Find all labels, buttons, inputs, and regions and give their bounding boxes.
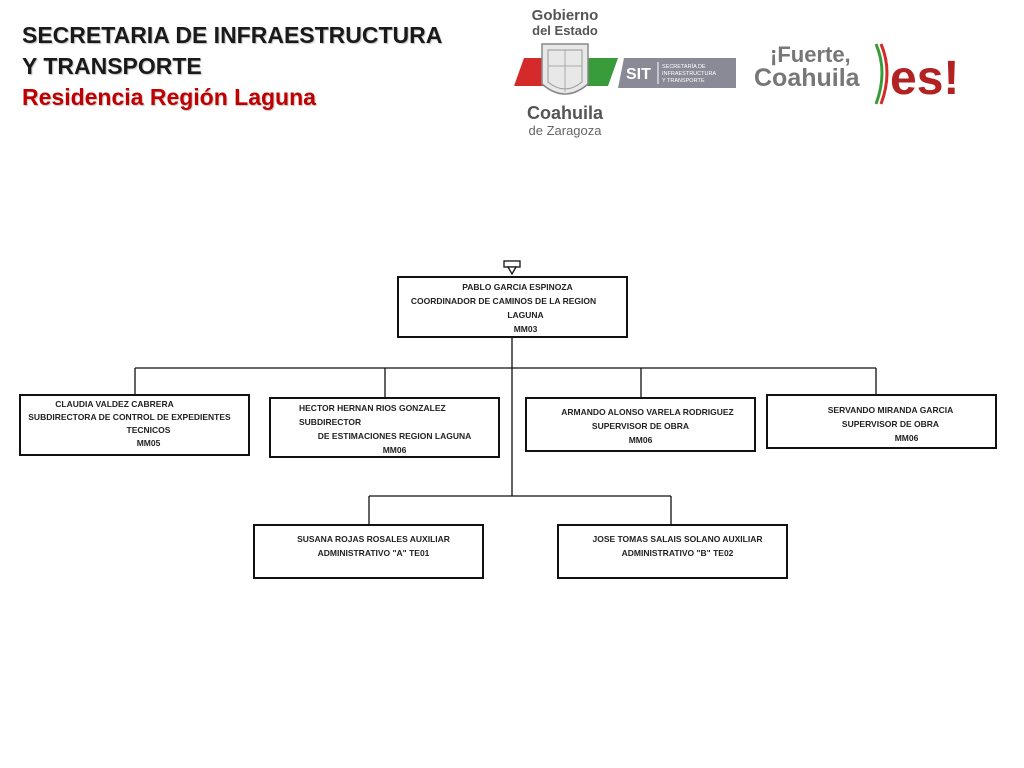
sit-acronym: SIT xyxy=(626,66,651,83)
sit-text-2: INFRAESTRUCTURA xyxy=(662,71,716,77)
sup1-role-1: SUPERVISOR DE OBRA xyxy=(591,421,690,431)
aux1-role-1: ADMINISTRATIVO "A" TE01 xyxy=(317,548,430,558)
del-estado-text: del Estado xyxy=(532,23,598,38)
coordinator-role-1: COORDINADOR DE CAMINOS DE LA REGION xyxy=(410,296,597,306)
aux1-name: SUSANA ROJAS ROSALES AUXILIAR xyxy=(297,534,450,544)
sup1-code: MM06 xyxy=(628,435,653,445)
sub1-role-2: TECNICOS xyxy=(126,425,171,435)
org-box-supervisor-miranda: SERVANDO MIRANDA GARCIA SUPERVISOR DE OB… xyxy=(766,394,997,449)
coordinator-role-2: LAGUNA xyxy=(507,310,544,320)
gobierno-text: Gobierno xyxy=(532,7,599,24)
sup2-code: MM06 xyxy=(894,433,919,443)
coordinator-name: PABLO GARCIA ESPINOZA xyxy=(462,282,573,292)
sup2-role-1: SUPERVISOR DE OBRA xyxy=(841,419,940,429)
sub2-code: MM06 xyxy=(382,445,407,455)
sub2-role-1: DE ESTIMACIONES REGION LAGUNA xyxy=(317,431,472,441)
gobierno-coahuila-logo: Gobierno del Estado Coahuila de Zaragoza xyxy=(514,7,618,138)
zaragoza-text: de Zaragoza xyxy=(529,123,603,138)
title-line-2: Y TRANSPORTE xyxy=(22,53,202,79)
fuerte-text: ¡Fuerte, xyxy=(770,42,851,67)
coordinator-code: MM03 xyxy=(513,324,538,334)
aux2-role-1: ADMINISTRATIVO "B" TE02 xyxy=(621,548,734,558)
fuerte-coahuila-text: Coahuila xyxy=(754,64,861,92)
sub1-role-1: SUBDIRECTORA DE CONTROL DE EXPEDIENTES xyxy=(28,412,231,422)
title-line-1: SECRETARIA DE INFRAESTRUCTURA xyxy=(22,22,443,48)
org-box-supervisor-varela: ARMANDO ALONSO VARELA RODRIGUEZ SUPERVIS… xyxy=(525,397,756,452)
sub1-code: MM05 xyxy=(136,438,161,448)
aux2-name: JOSE TOMAS SALAIS SOLANO AUXILIAR xyxy=(592,534,763,544)
sit-logo: SIT SECRETARÍA DE INFRAESTRUCTURA Y TRAN… xyxy=(618,58,736,88)
coahuila-text: Coahuila xyxy=(527,103,604,123)
sup1-name: ARMANDO ALONSO VARELA RODRIGUEZ xyxy=(561,407,734,417)
sit-text-1: SECRETARÍA DE xyxy=(662,63,706,70)
org-box-auxiliar-a: SUSANA ROJAS ROSALES AUXILIAR ADMINISTRA… xyxy=(253,524,484,579)
org-box-subdirectora-expedientes: CLAUDIA VALDEZ CABRERA SUBDIRECTORA DE C… xyxy=(19,394,250,456)
sit-text-3: Y TRANSPORTE xyxy=(662,78,705,84)
sup2-name: SERVANDO MIRANDA GARCIA xyxy=(827,405,954,415)
sub1-name: CLAUDIA VALDEZ CABRERA xyxy=(55,399,174,409)
org-box-subdirector-estimaciones: HECTOR HERNAN RIOS GONZALEZ SUBDIRECTOR … xyxy=(269,397,500,458)
sub2-name: HECTOR HERNAN RIOS GONZALEZ SUBDIRECTOR xyxy=(299,403,446,427)
org-root-marker-icon xyxy=(503,260,521,276)
fuerte-coahuila-logo: ¡Fuerte, Coahuila es! xyxy=(754,42,959,105)
page-subtitle: Residencia Región Laguna xyxy=(22,84,316,110)
org-box-coordinator: PABLO GARCIA ESPINOZA COORDINADOR DE CAM… xyxy=(397,276,628,338)
page-title: SECRETARIA DE INFRAESTRUCTURA Y TRANSPOR… xyxy=(22,20,442,113)
org-box-auxiliar-b: JOSE TOMAS SALAIS SOLANO AUXILIAR ADMINI… xyxy=(557,524,788,579)
es-text: es! xyxy=(890,52,959,105)
